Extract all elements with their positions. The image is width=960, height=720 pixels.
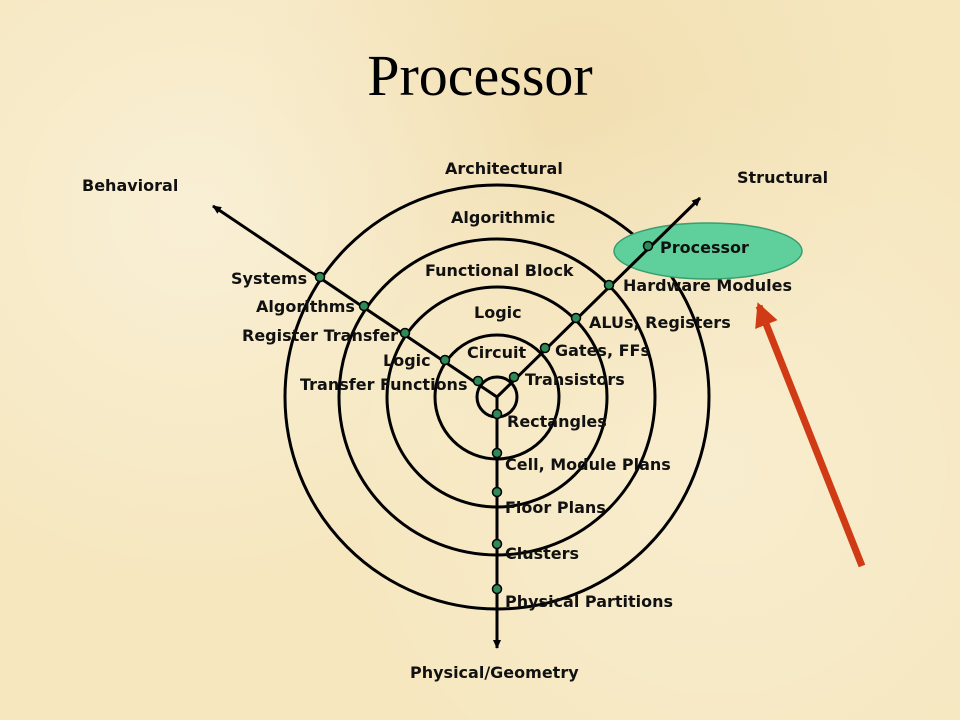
node-floor-plans [491, 486, 503, 498]
node-logic [439, 354, 451, 366]
structural-item-hardware-modules: Hardware Modules [623, 276, 792, 295]
level-label-circuit: Circuit [467, 343, 526, 362]
node-processor [642, 240, 654, 252]
physical-item-floor-plans: Floor Plans [505, 498, 606, 517]
physical-item-physical-partitions: Physical Partitions [505, 592, 673, 611]
level-label-algorithmic: Algorithmic [451, 208, 555, 227]
structural-axis [495, 196, 702, 399]
level-label-logic: Logic [474, 303, 522, 322]
pointer-arrow [755, 302, 866, 568]
behavioral-item-algorithms: Algorithms [256, 297, 355, 316]
node-systems [314, 271, 326, 283]
node-algorithms [358, 300, 370, 312]
level-label-architectural: Architectural [445, 159, 563, 178]
node-gates-ffs [539, 342, 551, 354]
node-rectangles [491, 408, 503, 420]
physical-item-cell-module-plans: Cell, Module Plans [505, 455, 671, 474]
behavioral-item-transfer-functions: Transfer Functions [300, 375, 467, 394]
physical-item-clusters: Clusters [505, 544, 579, 563]
node-transfer-functions [472, 375, 484, 387]
node-physical-partitions [491, 583, 503, 595]
axis-label-physical: Physical/Geometry [410, 663, 579, 682]
behavioral-item-register-transfer: Register Transfer [242, 326, 398, 345]
axis-label-structural: Structural [737, 168, 828, 187]
structural-item-transistors: Transistors [525, 370, 625, 389]
behavioral-item-systems: Systems [231, 269, 307, 288]
physical-item-rectangles: Rectangles [507, 412, 607, 431]
node-transistors [508, 371, 520, 383]
structural-item-processor: Processor [660, 238, 749, 257]
structural-item-alus-registers: ALUs, Registers [589, 313, 731, 332]
node-register-transfer [399, 327, 411, 339]
node-alus-registers [570, 312, 582, 324]
structural-item-gates-ffs: Gates, FFs [555, 341, 650, 360]
behavioral-axis [212, 204, 498, 399]
slide-title: Processor [367, 43, 593, 108]
node-cell-module-plans [491, 447, 503, 459]
node-clusters [491, 538, 503, 550]
node-hardware-modules [603, 279, 615, 291]
level-label-functional-block: Functional Block [425, 261, 574, 280]
axis-label-behavioral: Behavioral [82, 176, 178, 195]
behavioral-item-logic: Logic [383, 351, 431, 370]
